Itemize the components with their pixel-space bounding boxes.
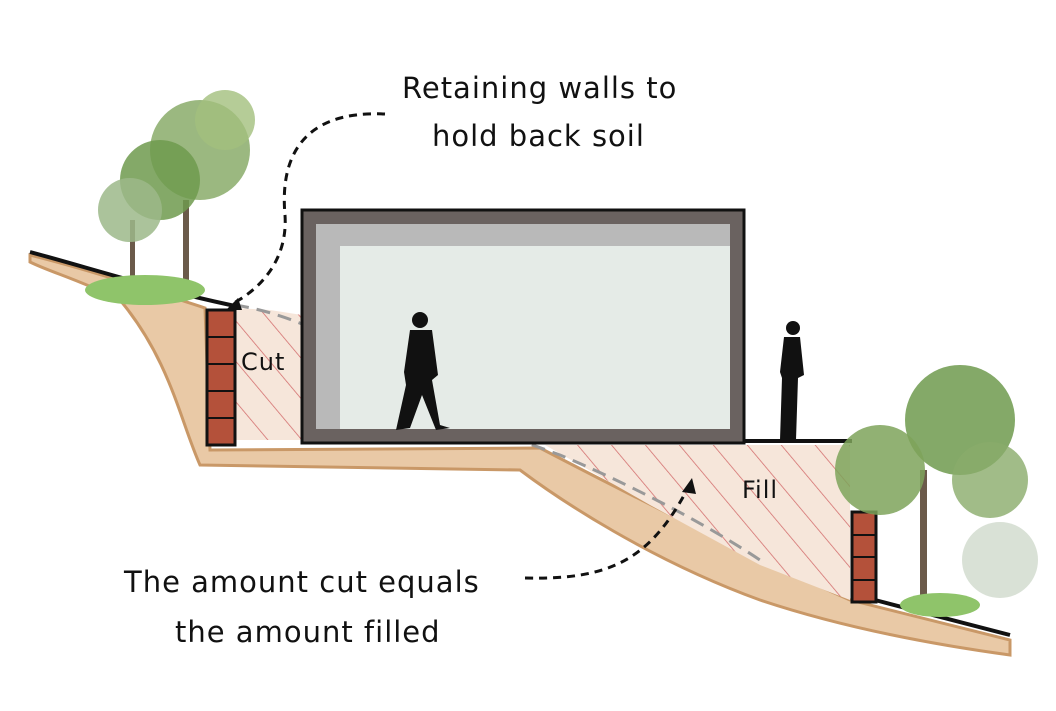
cut-label: Cut (241, 348, 285, 376)
fill-label: Fill (742, 476, 778, 504)
building-section (300, 208, 746, 445)
balance-annotation-line2: the amount filled (175, 615, 441, 649)
arrow-to-fill (524, 478, 696, 580)
tree-right-icon (835, 365, 1038, 617)
arrow-to-retaining-wall (226, 112, 386, 310)
retaining-wall-left (205, 308, 237, 447)
tree-left-icon (85, 90, 255, 305)
retaining-wall-annotation-line2: hold back soil (432, 119, 645, 153)
cut-region (235, 308, 302, 440)
retaining-wall-right (850, 510, 878, 604)
person-standing-icon (780, 321, 804, 440)
person-walking-icon (396, 312, 450, 430)
ground-line-lower (874, 598, 1011, 637)
retaining-wall-annotation-line1: Retaining walls to (402, 71, 677, 105)
balance-annotation-line1: The amount cut equals (123, 565, 480, 599)
